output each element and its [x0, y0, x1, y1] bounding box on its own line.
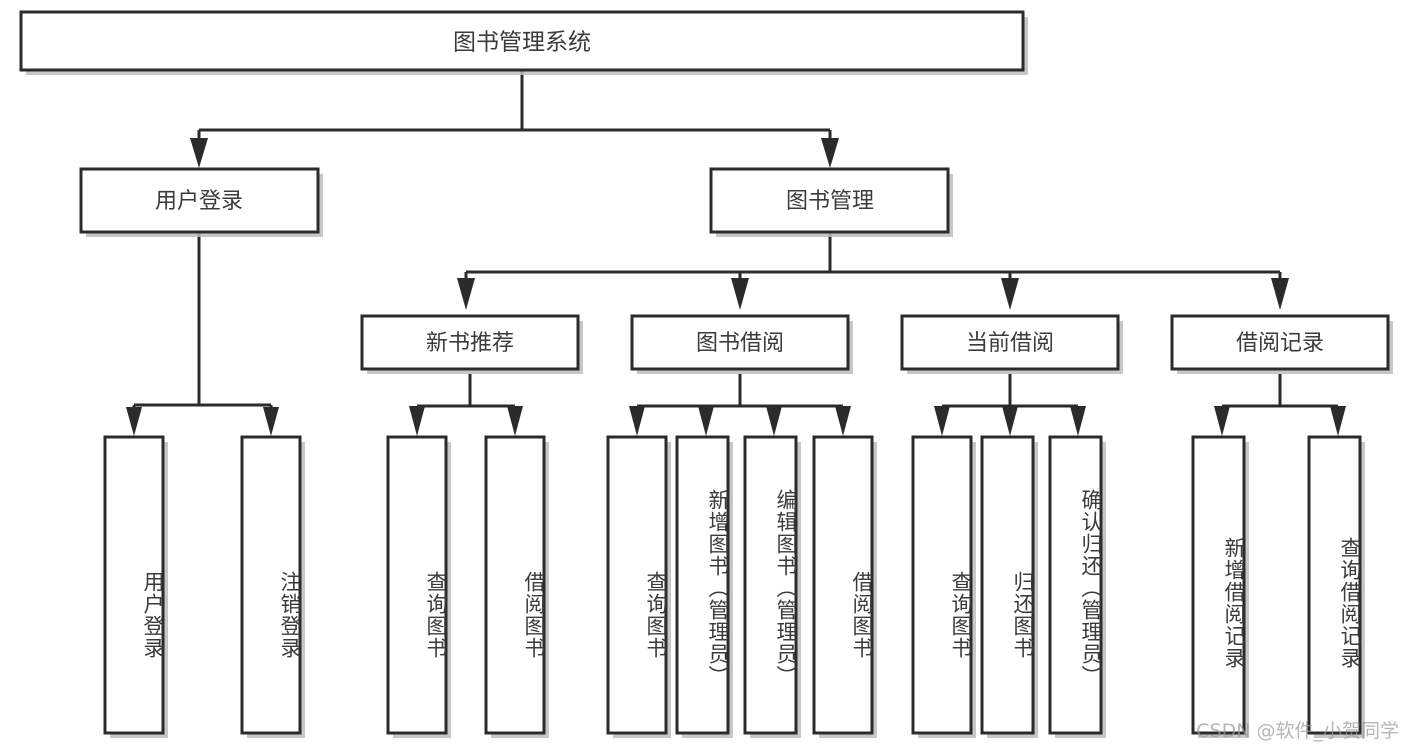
leaf-node-user-login[interactable] [103, 435, 168, 738]
arrow-root-to-user-login [190, 138, 208, 168]
arrow-to-leaf-borrow-book-1 [507, 406, 523, 436]
arrow-to-leaf-add-book-admin [698, 406, 714, 436]
node-current-borrow-box[interactable] [900, 314, 1120, 371]
arrow-to-leaf-add-borrow-record [1214, 406, 1230, 436]
node-new-book-recommend[interactable]: 新书推荐 [360, 314, 583, 374]
arrow-to-borrow-record [1271, 278, 1289, 310]
node-root-label: 图书管理系统 [453, 30, 591, 56]
leaf-add-book-admin-box[interactable] [675, 435, 730, 735]
node-new-book-recommend-box[interactable] [360, 314, 580, 371]
leaf-user-logout-box[interactable] [240, 435, 302, 735]
arrow-to-leaf-user-login [126, 407, 142, 436]
leaf-node-query-book-3[interactable] [911, 435, 976, 738]
arrow-to-leaf-return-book [1002, 406, 1018, 436]
node-book-manage-label: 图书管理 [786, 189, 874, 214]
leaf-node-query-book-1[interactable] [386, 435, 451, 738]
connector-layer [126, 70, 1346, 436]
arrow-to-new-book-recommend [457, 278, 475, 310]
leaf-node-add-borrow-record[interactable] [1191, 435, 1249, 738]
leaf-node-query-book-2[interactable] [606, 435, 671, 738]
leaf-query-book-3-box[interactable] [911, 435, 973, 735]
node-root-box[interactable] [19, 10, 1025, 72]
leaf-node-user-logout[interactable] [240, 435, 305, 738]
node-book-manage-box[interactable] [709, 167, 950, 234]
node-book-borrow[interactable]: 图书借阅 [630, 314, 853, 374]
arrow-to-leaf-query-book-3 [934, 406, 950, 436]
node-borrow-record-label: 借阅记录 [1236, 331, 1324, 356]
leaf-return-book-box[interactable] [980, 435, 1035, 735]
leaf-node-edit-book-admin[interactable] [743, 435, 801, 738]
node-user-login[interactable]: 用户登录 [79, 167, 323, 237]
leaf-query-book-1-box[interactable] [386, 435, 448, 735]
leaf-add-borrow-record-box[interactable] [1191, 435, 1246, 735]
arrow-to-leaf-user-logout [263, 407, 279, 436]
node-current-borrow-label: 当前借阅 [966, 331, 1054, 356]
leaf-node-borrow-book-2[interactable] [812, 435, 877, 738]
arrow-to-leaf-query-borrow-record [1330, 406, 1346, 436]
node-book-borrow-box[interactable] [630, 314, 850, 371]
leaf-borrow-book-2-box[interactable] [812, 435, 874, 735]
leaf-edit-book-admin-box[interactable] [743, 435, 798, 735]
arrow-to-current-borrow [1001, 278, 1019, 310]
node-borrow-record[interactable]: 借阅记录 [1170, 314, 1393, 374]
arrow-to-leaf-query-book-2 [629, 406, 645, 436]
arrow-to-leaf-query-book-1 [409, 406, 425, 436]
leaf-node-borrow-book-1[interactable] [484, 435, 549, 738]
arrow-to-leaf-confirm-return-admin [1070, 406, 1086, 436]
node-user-login-box[interactable] [79, 167, 320, 234]
arrow-to-leaf-borrow-book-2 [835, 406, 851, 436]
node-user-login-label: 用户登录 [155, 189, 243, 214]
leaf-node-confirm-return-admin[interactable] [1048, 435, 1106, 738]
node-new-book-recommend-label: 新书推荐 [426, 331, 514, 356]
leaf-node-return-book[interactable] [980, 435, 1038, 738]
arrow-to-book-borrow [731, 278, 749, 310]
node-root[interactable]: 图书管理系统 [19, 10, 1028, 75]
node-book-manage[interactable]: 图书管理 [709, 167, 953, 237]
leaf-node-add-book-admin[interactable] [675, 435, 733, 738]
node-book-borrow-label: 图书借阅 [696, 331, 784, 356]
leaf-confirm-return-admin-box[interactable] [1048, 435, 1103, 735]
leaf-layer [103, 435, 1365, 738]
leaf-query-book-2-box[interactable] [606, 435, 668, 735]
leaf-borrow-book-1-box[interactable] [484, 435, 546, 735]
leaf-user-login-box[interactable] [103, 435, 165, 735]
node-borrow-record-box[interactable] [1170, 314, 1390, 371]
leaf-node-query-borrow-record[interactable] [1307, 435, 1365, 738]
arrow-to-leaf-edit-book-admin [766, 406, 782, 436]
node-current-borrow[interactable]: 当前借阅 [900, 314, 1123, 374]
arrow-root-to-book-manage [821, 138, 839, 168]
leaf-query-borrow-record-box[interactable] [1307, 435, 1362, 735]
